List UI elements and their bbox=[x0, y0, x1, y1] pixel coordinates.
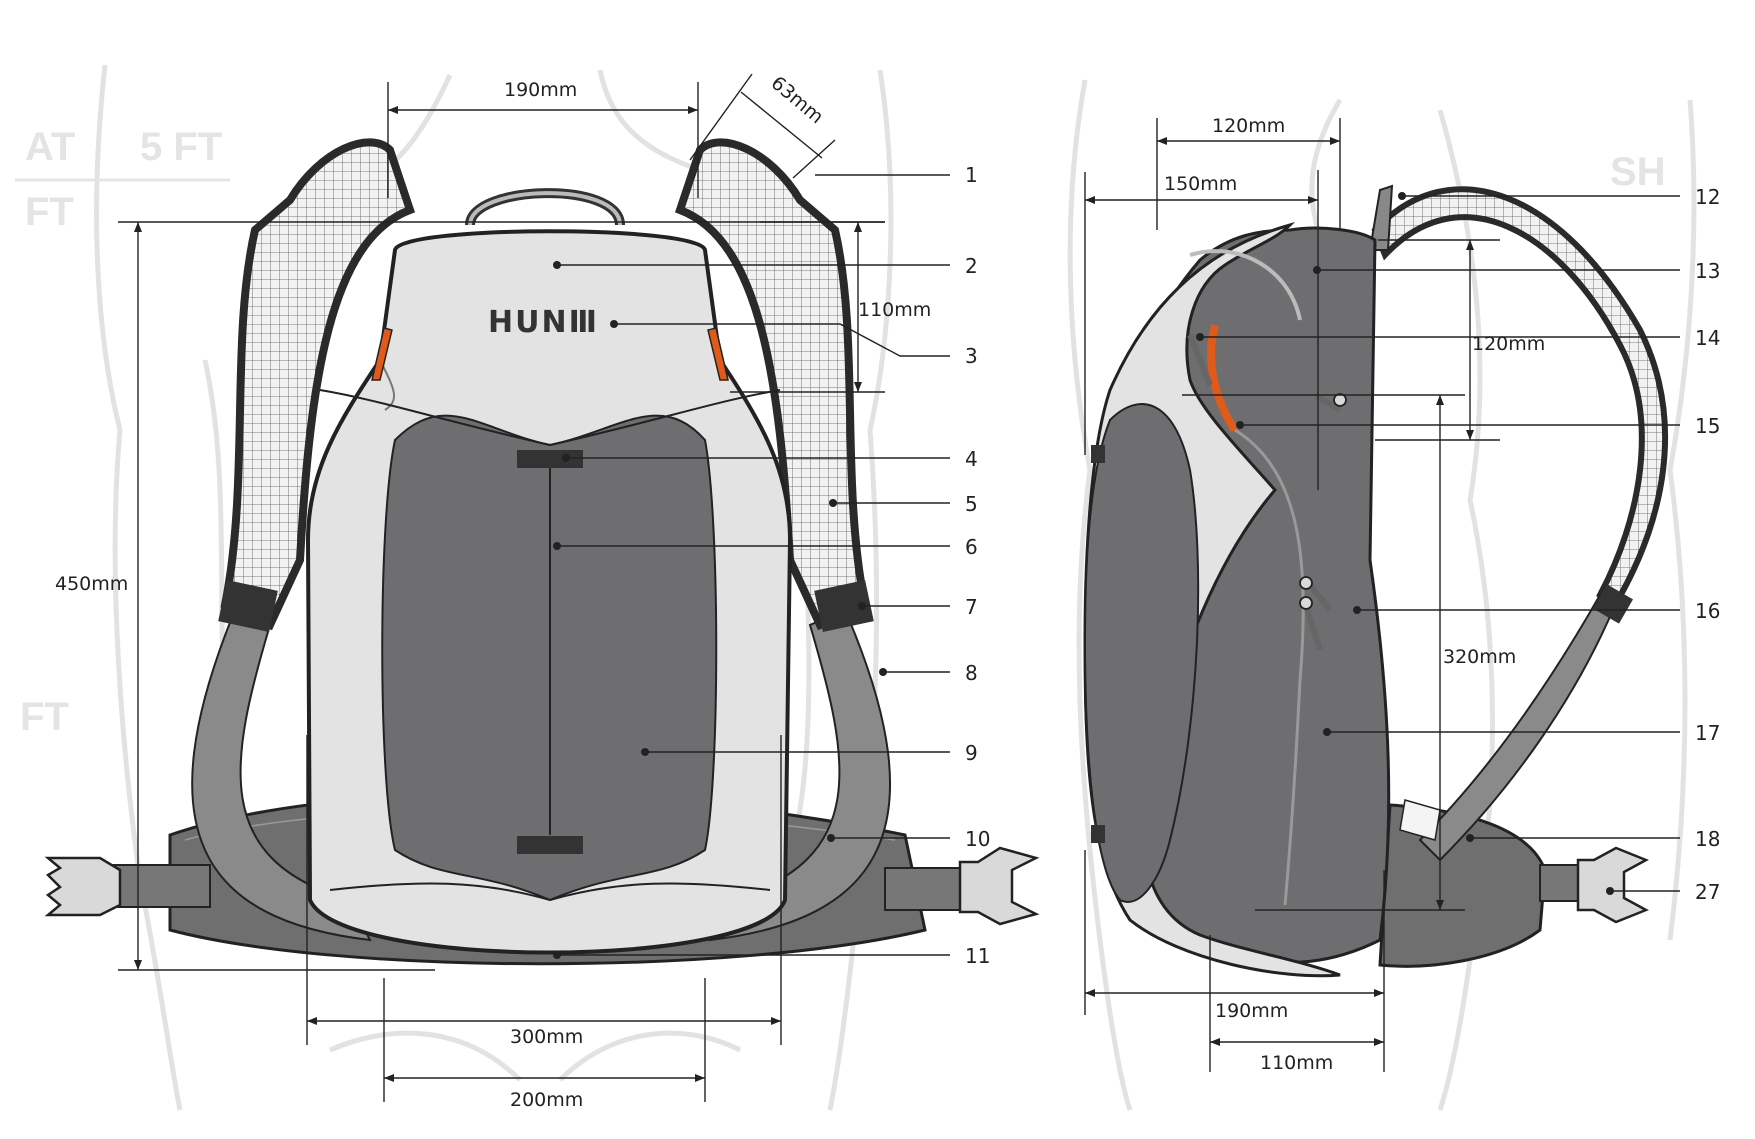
callout-1: 1 bbox=[815, 163, 978, 187]
dim-side-zip-height: 120mm bbox=[1472, 333, 1545, 355]
callout-18: 18 bbox=[1466, 827, 1720, 851]
background-text-at: AT bbox=[25, 125, 75, 169]
callout-14: 14 bbox=[1196, 326, 1720, 350]
dim-side-upper-depth: 150mm bbox=[1164, 173, 1237, 195]
left-strap-webbing bbox=[191, 608, 372, 942]
callout-11: 11 bbox=[553, 944, 990, 968]
callout-4: 4 bbox=[562, 447, 978, 471]
callout-8: 8 bbox=[879, 661, 978, 685]
dim-side-base-depth: 110mm bbox=[1260, 1052, 1333, 1074]
background-text-sh: SH bbox=[1610, 150, 1666, 194]
side-buckle-icon bbox=[1576, 846, 1649, 924]
side-strap-adjuster bbox=[1593, 584, 1633, 624]
svg-text:27: 27 bbox=[1695, 880, 1720, 904]
svg-text:2: 2 bbox=[965, 254, 978, 278]
svg-text:3: 3 bbox=[965, 344, 978, 368]
svg-text:4: 4 bbox=[965, 447, 978, 471]
callout-13: 13 bbox=[1313, 259, 1720, 283]
callout-3: 3 bbox=[610, 320, 978, 368]
side-strap-webbing bbox=[1418, 593, 1617, 862]
top-grab-handle bbox=[465, 188, 625, 227]
svg-text:10: 10 bbox=[965, 827, 990, 851]
upper-compression-tab bbox=[517, 450, 583, 468]
dim-side-main-height: 320mm bbox=[1443, 646, 1516, 668]
brand-logo: HUNⅢ bbox=[488, 305, 599, 340]
left-buckle-icon bbox=[44, 856, 122, 917]
right-strap-adjuster bbox=[814, 580, 874, 632]
side-orange-zip bbox=[1207, 323, 1239, 433]
dim-front-height: 450mm bbox=[55, 573, 128, 595]
side-front-panel bbox=[1083, 403, 1200, 903]
right-orange-trim bbox=[707, 327, 729, 381]
background-text-5ft: 5 FT bbox=[140, 125, 222, 169]
svg-text:1: 1 bbox=[965, 163, 978, 187]
dim-strap-height: 110mm bbox=[858, 299, 931, 321]
dim-front-base-width: 200mm bbox=[510, 1089, 583, 1111]
left-shoulder-strap bbox=[220, 138, 416, 631]
left-strap-adjuster bbox=[218, 580, 278, 632]
dim-side-top-depth: 120mm bbox=[1212, 115, 1285, 137]
callout-16: 16 bbox=[1353, 599, 1720, 623]
dim-front-top-width: 190mm bbox=[504, 79, 577, 101]
background-text-ft-lower: FT bbox=[20, 695, 69, 739]
svg-text:18: 18 bbox=[1695, 827, 1720, 851]
upper-side-tab bbox=[1091, 445, 1105, 463]
callout-2: 2 bbox=[553, 254, 978, 278]
right-buckle-icon bbox=[958, 846, 1040, 926]
side-view bbox=[1083, 184, 1669, 978]
side-main-zip bbox=[1234, 428, 1305, 906]
side-waist-webbing bbox=[1539, 864, 1581, 902]
svg-text:15: 15 bbox=[1695, 414, 1720, 438]
lower-side-tab bbox=[1091, 825, 1105, 843]
callout-7: 7 bbox=[858, 595, 978, 619]
dim-side-bottom-depth: 190mm bbox=[1215, 1000, 1288, 1022]
zip-puller-icon bbox=[1187, 333, 1347, 651]
svg-text:12: 12 bbox=[1695, 185, 1720, 209]
svg-text:7: 7 bbox=[965, 595, 978, 619]
svg-text:17: 17 bbox=[1695, 721, 1720, 745]
svg-text:9: 9 bbox=[965, 741, 978, 765]
side-shoulder-strap bbox=[1371, 186, 1669, 610]
lower-compression-tab bbox=[517, 836, 583, 854]
svg-text:6: 6 bbox=[965, 535, 978, 559]
right-waist-webbing bbox=[884, 867, 961, 911]
callout-17: 17 bbox=[1323, 721, 1720, 745]
callout-6: 6 bbox=[553, 535, 978, 559]
left-orange-trim bbox=[371, 327, 393, 381]
callouts: 1 2 3 4 5 6 7 8 9 10 11 12 13 14 15 16 1… bbox=[553, 163, 1720, 968]
callout-5: 5 bbox=[829, 492, 978, 516]
front-view: HUNⅢ bbox=[44, 138, 1040, 966]
right-shoulder-strap bbox=[674, 138, 870, 631]
callout-15: 15 bbox=[1236, 414, 1720, 438]
callout-27: 27 bbox=[1606, 880, 1720, 904]
svg-text:14: 14 bbox=[1695, 326, 1720, 350]
svg-text:11: 11 bbox=[965, 944, 990, 968]
svg-text:8: 8 bbox=[965, 661, 978, 685]
background-text-ft: FT bbox=[25, 190, 74, 234]
callout-9: 9 bbox=[641, 741, 978, 765]
svg-text:13: 13 bbox=[1695, 259, 1720, 283]
dim-front-bottom-width: 300mm bbox=[510, 1026, 583, 1048]
svg-text:16: 16 bbox=[1695, 599, 1720, 623]
belt-label bbox=[1399, 799, 1441, 841]
svg-text:5: 5 bbox=[965, 492, 978, 516]
callout-12: 12 bbox=[1398, 185, 1720, 209]
callout-10: 10 bbox=[827, 827, 990, 851]
strap-tip-icon bbox=[1368, 184, 1394, 251]
